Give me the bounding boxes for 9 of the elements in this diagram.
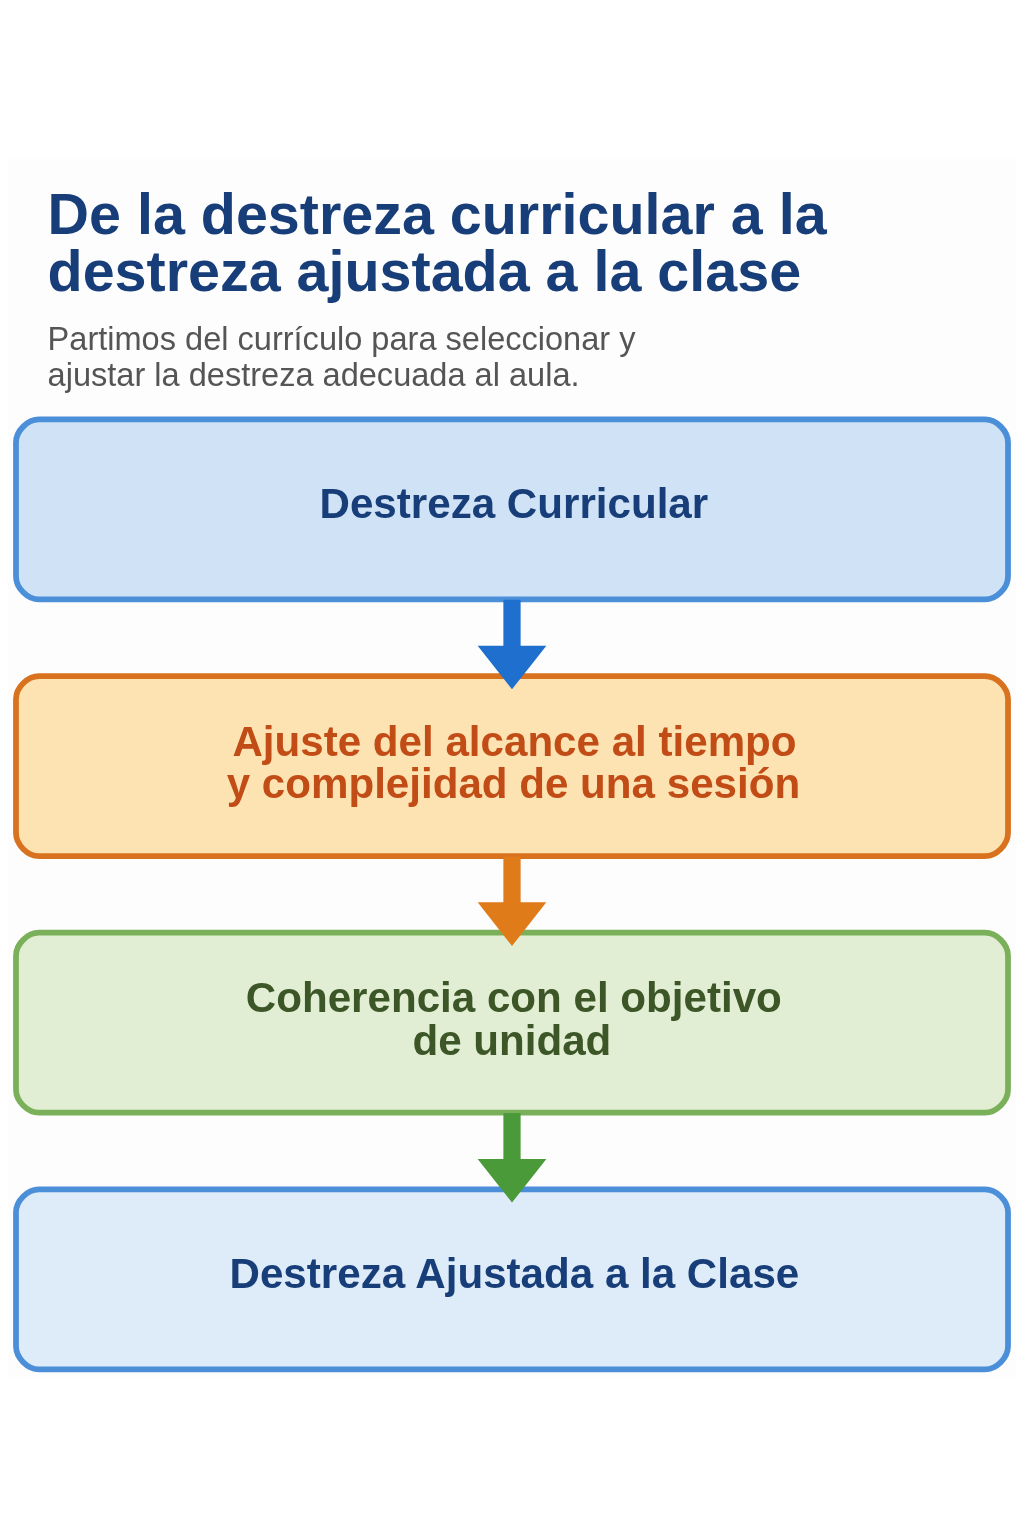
arrow: [477, 856, 547, 946]
arrow: [477, 1113, 547, 1203]
node-box: Ajuste del alcance al tiempo y complejidad de una sesión: [13, 673, 1011, 859]
caption: Partimos del currículo para seleccionar y ajustar la destreza adecuada al aula.: [47, 320, 636, 394]
diagram-title: De la destreza curricular a la destreza ajustada a la clase: [47, 181, 827, 304]
node-box: Destreza Curricular: [13, 416, 1011, 603]
arrow: [477, 599, 547, 690]
node-box: Destreza Ajustada a la Clase: [13, 1186, 1011, 1373]
node-box: Coherencia con el objetivo de unidad: [13, 929, 1011, 1116]
